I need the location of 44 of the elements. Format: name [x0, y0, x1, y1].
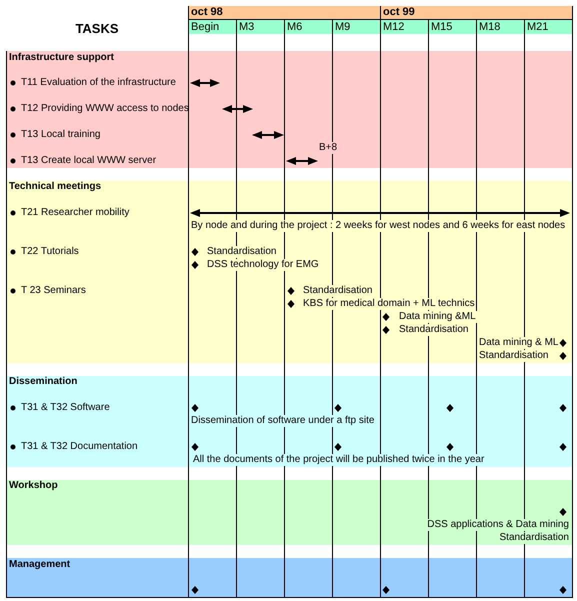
task-note: Standardisation [498, 532, 570, 544]
month-header: M12 [380, 19, 428, 34]
task-note: Data mining &ML [398, 311, 477, 323]
month-header: M3 [236, 19, 284, 34]
year-header: oct 99 [380, 6, 572, 19]
month-header: Begin [188, 19, 236, 34]
task-note: Dissemination of software under a ftp site [190, 415, 376, 427]
task-name: T31 & T32 Software [20, 402, 111, 414]
section-heading: Management [8, 559, 72, 571]
section-band [6, 181, 572, 363]
task-note: Standardisation [398, 324, 470, 336]
task-note: B+8 [318, 142, 338, 154]
task-note: DSS applications & Data mining [426, 519, 570, 531]
section-band [6, 376, 572, 467]
task-name: T21 Researcher mobility [20, 207, 130, 219]
task-name: T13 Create local WWW server [20, 155, 158, 167]
section-heading: Technical meetings [8, 181, 102, 193]
section-heading: Dissemination [8, 376, 78, 388]
task-note: Standardisation [478, 350, 550, 362]
task-note: All the documents of the project will be published twice in the year [192, 454, 486, 466]
month-header: M6 [284, 19, 332, 34]
task-name: T31 & T32 Documentation [20, 441, 139, 453]
section-band [6, 558, 572, 597]
section-heading: Workshop [8, 480, 59, 492]
task-note: By node and during the project : 2 weeks for west nodes and 6 weeks for east nodes [190, 220, 566, 232]
month-header: M9 [332, 19, 380, 34]
task-name: T22 Tutorials [20, 246, 80, 258]
column-header: TASKS [6, 6, 188, 51]
task-name: T13 Local training [20, 129, 102, 141]
section-band [6, 480, 572, 545]
task-note: KBS for medical domain + ML technics [302, 298, 476, 310]
section-band [6, 51, 572, 168]
month-header: M21 [524, 19, 572, 34]
section-heading: Infrastructure support [8, 52, 116, 64]
year-header: oct 98 [188, 6, 380, 19]
task-note: Standardisation [206, 246, 278, 258]
task-name: T12 Providing WWW access to nodes [20, 103, 190, 115]
task-name: T11 Evaluation of the infrastructure [20, 77, 177, 89]
task-note: DSS technology for EMG [206, 259, 320, 271]
task-note: Standardisation [302, 285, 374, 297]
task-note: Data mining & ML [478, 337, 560, 349]
task-name: T 23 Seminars [20, 285, 87, 297]
month-header: M15 [428, 19, 476, 34]
month-header: M18 [476, 19, 524, 34]
